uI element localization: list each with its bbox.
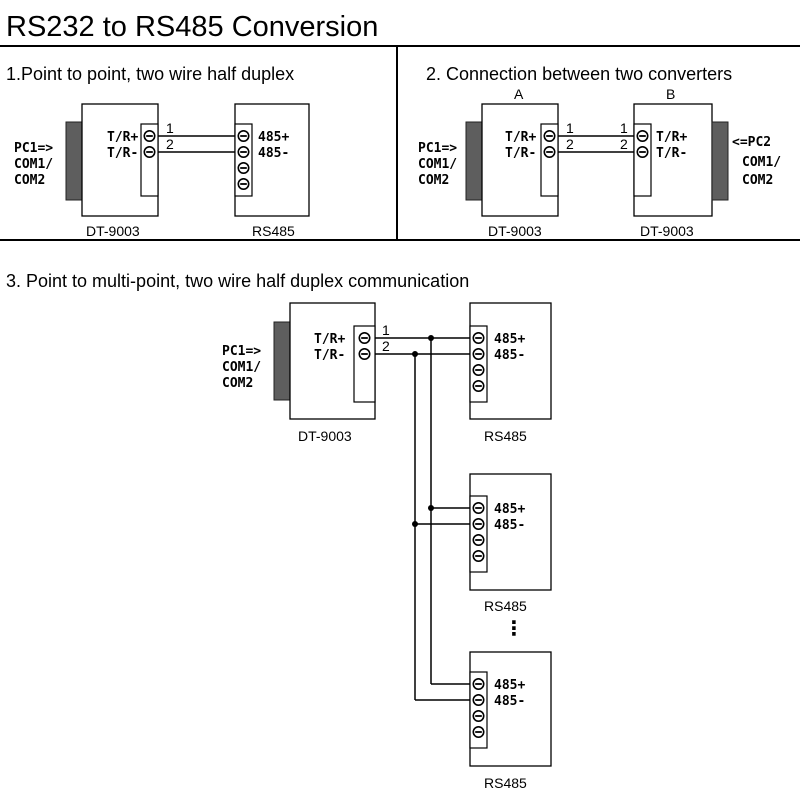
terminal-strip [633, 123, 652, 197]
screw-terminal-icon [472, 533, 485, 547]
db-serial-connector-icon [465, 121, 483, 201]
more-devices-ellipsis: ⋮ [504, 618, 524, 640]
terminal-strip [234, 123, 253, 197]
section-3-heading: 3. Point to multi-point, two wire half d… [6, 271, 469, 291]
screw-terminal-icon [472, 693, 485, 707]
wire-1-number: 1 [166, 120, 174, 136]
screw-terminal-icon [636, 145, 649, 159]
screw-terminal-icon [472, 501, 485, 515]
converter-b-caption: DT-9003 [640, 223, 694, 239]
screw-terminal-icon [472, 549, 485, 563]
screw-terminal-icon [472, 347, 485, 361]
pc1-label-line1: PC1=> [418, 141, 457, 156]
pc1-label-line3: COM2 [14, 173, 45, 188]
tr-minus-label: T/R- [656, 146, 687, 161]
section-2: 2. Connection between two converters A B… [418, 64, 781, 239]
pc1-label-line2: COM1/ [418, 157, 457, 172]
screw-terminal-icon [237, 129, 250, 143]
rs485-minus-label: 485- [258, 146, 289, 161]
rs485-plus-label: 485+ [494, 502, 525, 517]
tr-plus-label: T/R+ [107, 130, 138, 145]
wire-1-number-b: 1 [620, 120, 628, 136]
rs485-minus-label: 485- [494, 348, 525, 363]
wire-1-number-a: 1 [566, 120, 574, 136]
rs485-plus-label: 485+ [494, 332, 525, 347]
screw-terminal-icon [543, 145, 556, 159]
terminal-strip [540, 123, 559, 197]
converter-caption: DT-9003 [298, 428, 352, 444]
screw-terminal-icon [358, 331, 371, 345]
tr-minus-label: T/R- [107, 146, 138, 161]
section-2-heading: 2. Connection between two converters [426, 64, 732, 84]
screw-terminal-icon [143, 129, 156, 143]
db-serial-connector-icon [65, 121, 83, 201]
section-1: 1.Point to point, two wire half duplex P… [6, 64, 310, 239]
page-title: RS232 to RS485 Conversion [6, 11, 378, 43]
tr-plus-label: T/R+ [656, 130, 687, 145]
junction-dot [412, 521, 418, 527]
wire-2-number: 2 [382, 338, 390, 354]
tr-plus-label: T/R+ [314, 332, 345, 347]
pc2-label-line3: COM2 [742, 173, 773, 188]
tr-minus-label: T/R- [314, 348, 345, 363]
rs485-plus-label: 485+ [258, 130, 289, 145]
screw-terminal-icon [472, 517, 485, 531]
db-serial-connector-icon [711, 121, 729, 201]
db-serial-connector-icon [273, 321, 291, 401]
multidrop-bus: 1 2 [375, 322, 470, 701]
converter-b-label: B [666, 86, 675, 102]
junction-dot [412, 351, 418, 357]
device-caption: RS485 [484, 598, 527, 614]
wire-2-number-b: 2 [620, 136, 628, 152]
screw-terminal-icon [472, 379, 485, 393]
wire-1-number: 1 [382, 322, 390, 338]
pc2-label-line1: <=PC2 [732, 135, 771, 150]
rs485-minus-label: 485- [494, 694, 525, 709]
pc1-label-line1: PC1=> [222, 344, 261, 359]
pc1-label-line3: COM2 [222, 376, 253, 391]
screw-terminal-icon [543, 129, 556, 143]
device-caption: RS485 [484, 775, 527, 791]
screw-terminal-icon [472, 677, 485, 691]
screw-terminal-icon [237, 145, 250, 159]
screw-terminal-icon [358, 347, 371, 361]
device-caption: RS485 [252, 223, 295, 239]
junction-dot [428, 505, 434, 511]
screw-terminal-icon [636, 129, 649, 143]
terminal-strip [353, 325, 376, 403]
section-3: 3. Point to multi-point, two wire half d… [6, 271, 552, 791]
screw-terminal-icon [472, 709, 485, 723]
screw-terminal-icon [237, 177, 250, 191]
pc1-label-line2: COM1/ [222, 360, 261, 375]
pc1-label-line2: COM1/ [14, 157, 53, 172]
wire-2-number: 2 [166, 136, 174, 152]
screw-terminal-icon [472, 725, 485, 739]
screw-terminal-icon [237, 161, 250, 175]
screw-terminal-icon [472, 363, 485, 377]
converter-a-caption: DT-9003 [488, 223, 542, 239]
section-1-heading: 1.Point to point, two wire half duplex [6, 64, 294, 84]
converter-a-label: A [514, 86, 524, 102]
device-caption: RS485 [484, 428, 527, 444]
rs485-plus-label: 485+ [494, 678, 525, 693]
tr-plus-label: T/R+ [505, 130, 536, 145]
screw-terminal-icon [472, 331, 485, 345]
screw-terminal-icon [143, 145, 156, 159]
pc1-label-line3: COM2 [418, 173, 449, 188]
junction-dot [428, 335, 434, 341]
converter-caption: DT-9003 [86, 223, 140, 239]
terminal-strip [140, 123, 159, 197]
wire-2-number-a: 2 [566, 136, 574, 152]
rs485-minus-label: 485- [494, 518, 525, 533]
pc2-label-line2: COM1/ [742, 155, 781, 170]
pc1-label-line1: PC1=> [14, 141, 53, 156]
tr-minus-label: T/R- [505, 146, 536, 161]
